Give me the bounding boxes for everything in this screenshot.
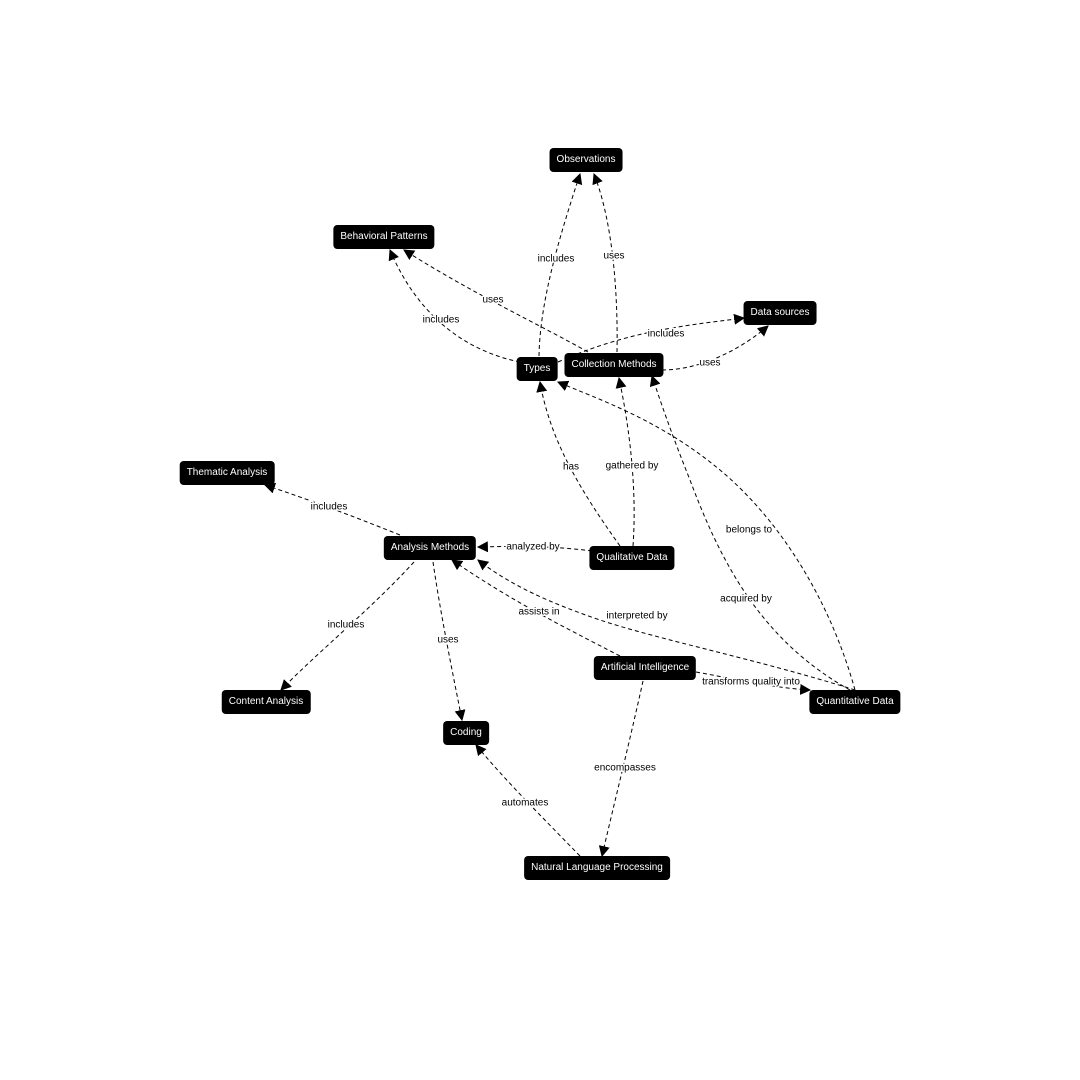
node-thematic-analysis[interactable]: Thematic Analysis bbox=[179, 461, 275, 485]
edge-label: includes bbox=[328, 620, 365, 631]
edge-types-observations: includes bbox=[536, 172, 583, 357]
node-artificial-intelligence[interactable]: Artificial Intelligence bbox=[593, 656, 697, 680]
edge-analysis-content: includes bbox=[280, 561, 415, 691]
edge-label: includes bbox=[648, 329, 685, 340]
edge-label: acquired by bbox=[720, 594, 772, 605]
edge-types-datasources: includes bbox=[557, 313, 746, 363]
edge-label: automates bbox=[502, 798, 549, 809]
edge-label: includes bbox=[311, 502, 348, 513]
edge-label: uses bbox=[437, 635, 458, 646]
edge-ai-quantitative: transforms quality into bbox=[695, 671, 812, 695]
node-coding[interactable]: Coding bbox=[443, 721, 489, 745]
edge-label: includes bbox=[423, 315, 460, 326]
edge-label: uses bbox=[699, 358, 720, 369]
edge-qualitative-collection: gathered by bbox=[604, 376, 660, 547]
edge-label: uses bbox=[603, 251, 624, 262]
node-content-analysis[interactable]: Content Analysis bbox=[221, 690, 311, 714]
edge-label: includes bbox=[538, 254, 575, 265]
edge-qualitative-analysis: analyzed by bbox=[476, 540, 593, 554]
edge-label: gathered by bbox=[606, 461, 659, 472]
edge-qualitative-types: has bbox=[536, 380, 621, 547]
edge-label: assists in bbox=[518, 607, 559, 618]
edge-analysis-coding: uses bbox=[432, 561, 466, 722]
node-behavioral-patterns[interactable]: Behavioral Patterns bbox=[333, 225, 435, 249]
edge-label: has bbox=[563, 462, 579, 473]
node-observations[interactable]: Observations bbox=[549, 148, 623, 172]
edge-ai-nlp: encompasses bbox=[593, 680, 657, 858]
edge-nlp-coding: automates bbox=[475, 744, 581, 857]
node-data-sources[interactable]: Data sources bbox=[743, 301, 817, 325]
edge-label: analyzed by bbox=[506, 542, 559, 553]
edge-quantitative-analysis: interpreted by bbox=[477, 559, 856, 691]
edge-quantitative-collection: acquired by bbox=[649, 374, 851, 691]
edge-label: encompasses bbox=[594, 763, 656, 774]
edge-quantitative-types: belongs to bbox=[556, 380, 856, 691]
node-analysis-methods[interactable]: Analysis Methods bbox=[383, 536, 477, 560]
edge-analysis-thematic: includes bbox=[263, 482, 401, 536]
edge-collection-datasources: uses bbox=[661, 325, 769, 371]
node-quantitative-data[interactable]: Quantitative Data bbox=[809, 690, 901, 714]
edge-collection-observations: uses bbox=[592, 172, 626, 353]
edge-label: uses bbox=[482, 295, 503, 306]
node-natural-language-processing[interactable]: Natural Language Processing bbox=[524, 856, 670, 880]
node-collection-methods[interactable]: Collection Methods bbox=[564, 353, 664, 377]
edge-types-behavioral: includes bbox=[388, 248, 521, 363]
edge-label: transforms quality into bbox=[702, 677, 800, 688]
edge-label: interpreted by bbox=[606, 611, 667, 622]
node-types[interactable]: Types bbox=[516, 357, 558, 381]
edge-ai-analysis: assists in bbox=[451, 559, 621, 657]
edge-label: belongs to bbox=[726, 525, 773, 536]
edge-collection-behavioral: uses bbox=[403, 249, 589, 353]
node-qualitative-data[interactable]: Qualitative Data bbox=[589, 546, 675, 570]
